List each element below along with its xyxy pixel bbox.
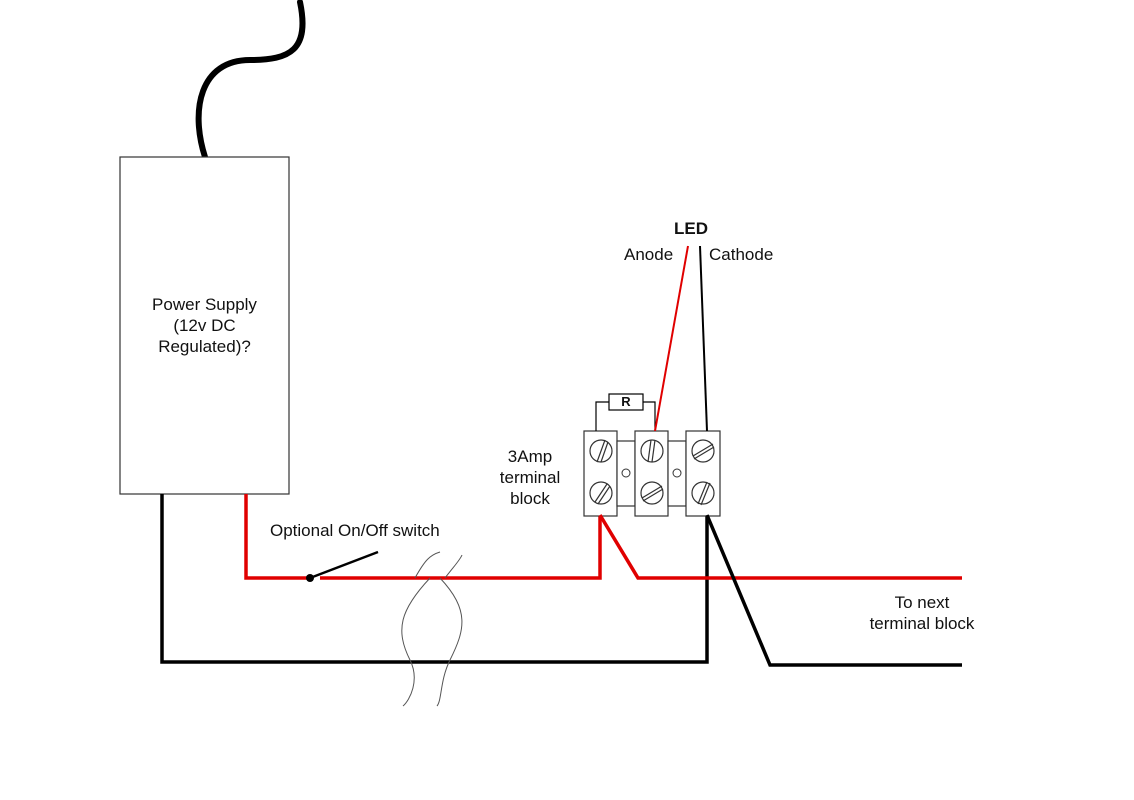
cable-break-top-right: [444, 554, 463, 579]
resistor-lead-left: [595, 401, 609, 431]
power-supply-label: Power Supply (12v DC Regulated)?: [120, 294, 289, 357]
power-supply-line-3: Regulated)?: [158, 337, 251, 356]
led-anode-wire: [654, 245, 689, 432]
positive-wire-to-next: [598, 514, 962, 580]
power-supply-box: [119, 156, 290, 495]
negative-wire-to-next: [705, 514, 962, 667]
switch-lever: [309, 550, 379, 580]
power-supply-line-1: Power Supply: [152, 295, 257, 314]
switch-label: Optional On/Off switch: [270, 521, 440, 540]
negative-wire-main: [160, 494, 709, 664]
led-label: LED: [674, 219, 708, 238]
anode-label: Anode: [624, 245, 674, 264]
terminal-block-label: 3Amp terminal block: [490, 446, 570, 509]
next-block-line-2: terminal block: [869, 614, 975, 633]
cable-break-left: [401, 577, 431, 707]
power-supply-line-2: (12v DC: [173, 316, 236, 335]
resistor-lead-right: [643, 401, 656, 431]
cable-break-right: [436, 577, 463, 707]
switch-pivot: [306, 574, 314, 582]
positive-wire-after-switch: [320, 515, 602, 580]
terminal-block-line-2: terminal: [499, 468, 561, 487]
cathode-label: Cathode: [709, 245, 774, 264]
terminal-block-line-1: 3Amp: [507, 447, 553, 466]
cable-break-top-left: [414, 551, 441, 579]
resistor-label: R: [621, 394, 631, 409]
terminal-screws: [589, 439, 715, 506]
positive-wire-main: [244, 494, 310, 580]
led-cathode-wire: [699, 245, 708, 432]
next-block-line-1: To next: [894, 593, 950, 612]
next-block-label: To next terminal block: [852, 592, 992, 634]
mains-cable: [195, 0, 306, 160]
resistor-body: [608, 393, 644, 411]
terminal-block-line-3: block: [510, 489, 550, 508]
